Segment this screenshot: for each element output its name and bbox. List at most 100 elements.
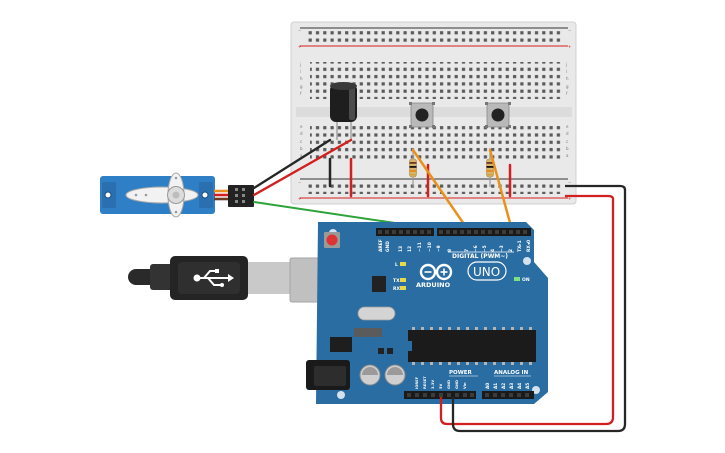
analog-header [482, 391, 534, 399]
board-capacitor-1 [359, 364, 381, 386]
digital-header-label: DIGITAL (PWM~) [452, 253, 508, 260]
mounting-hole [523, 257, 531, 265]
pin-label: RESET [423, 376, 427, 389]
pin-label: A1 [493, 383, 498, 389]
voltage-regulator-tab [354, 328, 382, 337]
power-led [514, 277, 520, 281]
servo-horn-icon [125, 172, 199, 218]
bottom-header-pins [407, 393, 529, 397]
bottom-terminal-holes [310, 124, 562, 162]
small-component [387, 348, 393, 354]
pin-label: 5V [439, 383, 443, 389]
pin-label: 12 [407, 246, 413, 252]
small-component [378, 348, 384, 354]
row-letter: g [566, 84, 569, 89]
pin-label: A2 [501, 383, 506, 389]
wire-gnd-to-rail [451, 184, 627, 433]
pin-label: Vin [463, 382, 467, 389]
row-letter: d [566, 131, 569, 136]
pin-label: ~6 [473, 245, 479, 252]
arduino-uno-board: AREF GND 13 12 ~11 ~10 ~9 8 7 ~6 ~5 4 ~3… [306, 222, 548, 404]
servo-motor [100, 172, 254, 218]
pin-label: 2 [508, 249, 514, 252]
electrolytic-capacitor [330, 82, 357, 140]
row-letter: i [300, 69, 301, 74]
led-label-l: L [395, 262, 398, 268]
top-plus-sign-right: + [568, 44, 571, 49]
crystal-oscillator [357, 306, 396, 321]
pin-label: 4 [490, 249, 496, 252]
resistor-2 [486, 148, 494, 187]
voltage-regulator [330, 337, 352, 352]
pin-label: A4 [517, 383, 522, 389]
bottom-minus-sign: − [298, 180, 301, 185]
wire-servo-gnd [252, 138, 332, 190]
power-pin-labels: IOREF RESET 3.3V 5V GND GND Vin [415, 376, 467, 389]
row-letter: c [566, 139, 568, 144]
mounting-hole [337, 391, 345, 399]
pin-label: 13 [398, 246, 404, 252]
atmega-microcontroller [408, 327, 536, 365]
top-minus-sign-right: − [568, 28, 571, 33]
wire-servo-vcc [252, 138, 353, 197]
reset-button[interactable] [324, 232, 340, 248]
servo-connector [228, 185, 254, 207]
wire-orange-to-pin-7 [411, 148, 470, 232]
arduino-brand-text: ARDUINO [416, 281, 451, 289]
reset-button-cap[interactable] [326, 234, 338, 246]
top-plus-sign: + [298, 44, 301, 49]
on-label: ON [522, 277, 530, 283]
pin-label: IOREF [415, 376, 419, 389]
pin-label: GND [385, 241, 391, 252]
pin-label: ~9 [436, 245, 442, 252]
wire-orange-to-pin-2 [488, 148, 514, 232]
bottom-plus-sign-right: + [568, 196, 571, 201]
resistor-1 [409, 148, 417, 187]
pin-label: GND [447, 380, 451, 389]
row-letter: h [566, 76, 569, 81]
center-channel [296, 107, 572, 117]
digital-pin-labels: AREF GND 13 12 ~11 ~10 ~9 8 7 ~6 ~5 4 ~3… [378, 239, 532, 252]
pin-label: ~3 [499, 245, 505, 252]
row-letter: f [300, 91, 302, 96]
digital-header-left [376, 228, 434, 236]
led-label-rx: RX [393, 286, 400, 292]
top-minus-sign: − [298, 28, 301, 33]
pin-label: ~10 [427, 242, 433, 252]
row-letters-bottom: e d c b a e d c b a [300, 124, 569, 158]
row-letter: c [300, 139, 302, 144]
dc-power-jack[interactable] [306, 360, 350, 390]
uno-model-text: UNO [473, 265, 500, 279]
digital-header-pins [378, 230, 527, 234]
pushbutton-cap[interactable] [415, 108, 429, 122]
arduino-logo [419, 263, 453, 281]
bottom-plus-sign: + [298, 196, 301, 201]
pin-label: GND [455, 380, 459, 389]
row-letter: i [566, 69, 567, 74]
uno-badge: UNO [467, 261, 507, 281]
board-capacitor-2 [384, 364, 406, 386]
pushbutton-2[interactable] [485, 102, 511, 128]
pushbutton-cap[interactable] [491, 108, 505, 122]
row-letter: f [566, 91, 568, 96]
row-letter: a [300, 153, 303, 158]
pin-label: RX◂0 [526, 240, 532, 252]
row-letter: b [566, 146, 569, 151]
row-letter: h [300, 76, 303, 81]
row-letter: b [300, 146, 303, 151]
pushbutton-1[interactable] [409, 102, 435, 128]
pin-label: A0 [485, 383, 490, 389]
row-letter: j [565, 62, 567, 67]
pin-label: 7 [464, 249, 470, 252]
pin-label: A3 [509, 383, 514, 389]
pin-label: 8 [447, 249, 453, 252]
bottom-minus-sign-right: − [568, 180, 571, 185]
analog-pin-labels: A0 A1 A2 A3 A4 A5 [485, 383, 530, 389]
pin-label: AREF [378, 239, 384, 252]
pin-label: A5 [525, 383, 530, 389]
led-label-tx: TX [393, 278, 400, 284]
pin-label: 3.3V [431, 380, 435, 389]
pin-label: ~11 [417, 242, 423, 252]
usb-interface-chip [372, 276, 386, 292]
